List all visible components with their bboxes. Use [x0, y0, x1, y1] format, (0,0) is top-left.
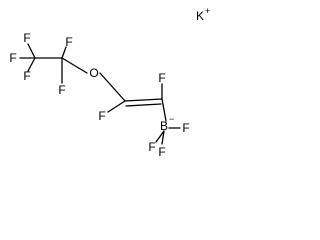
bonds: [19, 43, 181, 145]
bond-c3-f6: [107, 100, 126, 113]
atom-labels: F F F F F O F F B − F F F: [9, 31, 189, 159]
atom-f2: F: [9, 51, 16, 65]
atom-f3: F: [23, 69, 30, 83]
atom-f10: F: [158, 145, 165, 159]
atom-f6: F: [98, 109, 105, 123]
atom-f9: F: [148, 140, 155, 154]
atom-f8: F: [182, 121, 189, 135]
bond-b-f8: [155, 130, 165, 143]
bond-c2-o: [61, 57, 88, 74]
bond-c1-f3: [27, 57, 36, 72]
potassium-symbol: K: [196, 9, 204, 23]
atom-boron: B: [160, 119, 168, 133]
bond-o-c3: [99, 72, 126, 102]
bond-c1-f1: [27, 43, 36, 59]
bond-b-f10: [161, 130, 165, 145]
bond-c4-b: [161, 98, 167, 122]
boron-charge: −: [169, 114, 174, 124]
atom-f5: F: [58, 83, 65, 97]
structure-svg: F F F F F O F F B − F F F K +: [9, 6, 210, 159]
atom-f4: F: [65, 35, 72, 49]
chemical-structure: F F F F F O F F B − F F F K +: [0, 0, 236, 159]
potassium-charge: +: [205, 6, 210, 16]
atom-oxygen: O: [89, 66, 98, 80]
bond-c3-c4-b: [125, 103, 162, 107]
atom-f1: F: [23, 31, 30, 45]
atom-f7: F: [158, 71, 165, 85]
bond-c3-c4-a: [124, 98, 163, 102]
counterion: K +: [196, 6, 210, 23]
bond-c2-f4: [61, 46, 67, 59]
